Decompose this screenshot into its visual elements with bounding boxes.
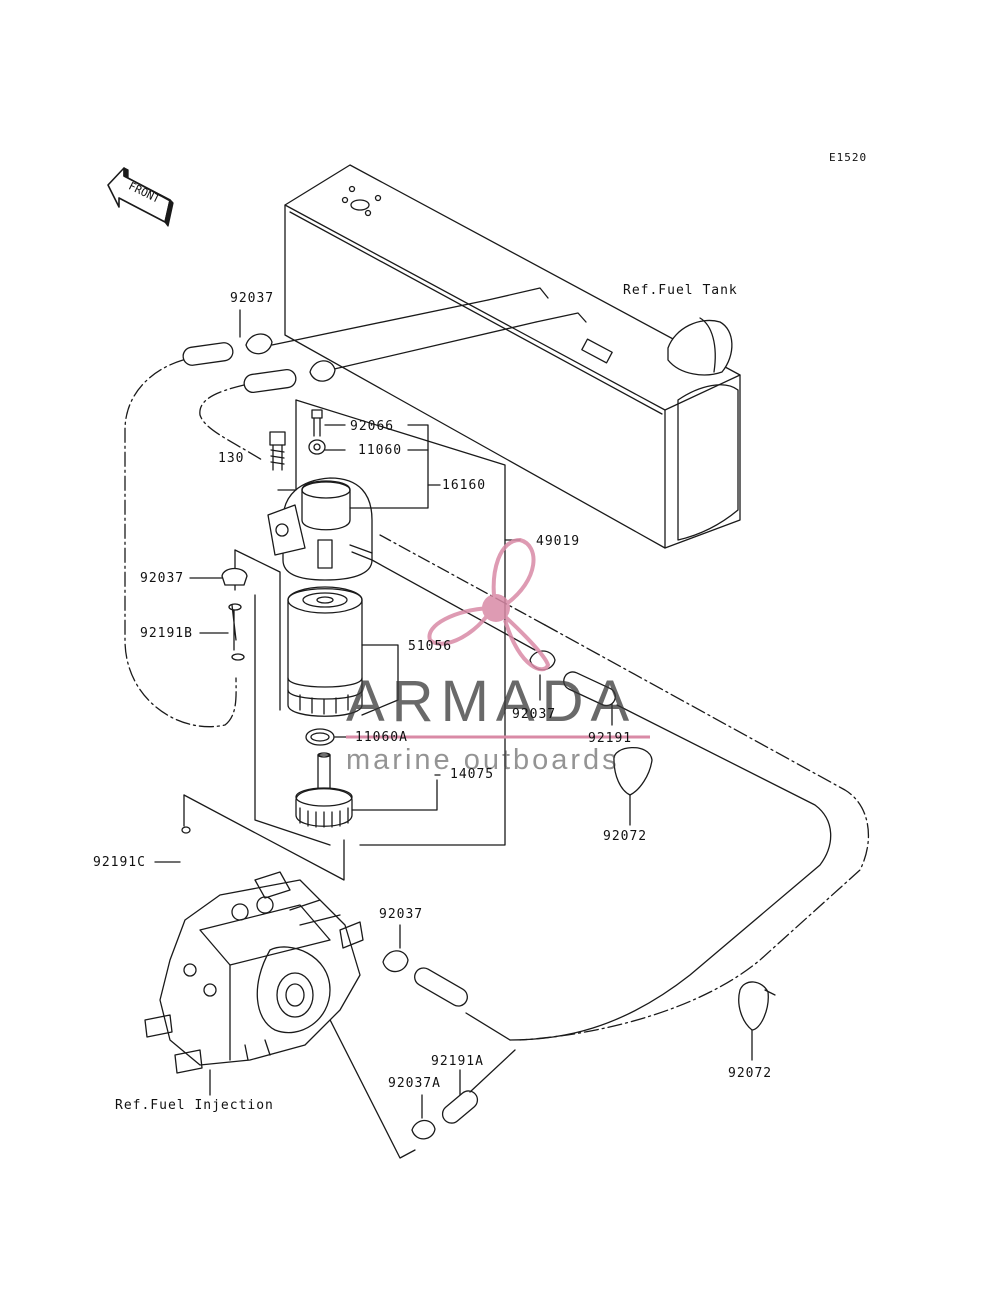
part-label-92037-pump: 92037	[379, 907, 424, 922]
watermark-propeller-icon	[427, 537, 551, 672]
ref-fuel-injection-label: Ref.Fuel Injection	[115, 1098, 274, 1113]
part-label-16160: 16160	[442, 478, 487, 493]
part-label-130: 130	[218, 451, 245, 466]
part-label-92037-left: 92037	[140, 571, 185, 586]
o-ring	[305, 728, 335, 746]
part-label-49019: 49019	[536, 534, 581, 549]
part-label-92037-top: 92037	[230, 291, 275, 306]
ref-fuel-tank-label: Ref.Fuel Tank	[623, 283, 738, 298]
filter-bowl	[295, 752, 353, 828]
return-hose-left	[124, 359, 237, 728]
part-label-92191C: 92191C	[93, 855, 146, 870]
return-hose-right	[519, 624, 870, 1041]
part-label-11060: 11060	[358, 443, 403, 458]
tank-hoses	[182, 299, 537, 394]
part-label-92072-a: 92072	[603, 829, 648, 844]
part-label-14075: 14075	[450, 767, 495, 782]
part-label-92072-b: 92072	[728, 1066, 773, 1081]
watermark-tagline: marine outboards	[346, 744, 620, 776]
fuel-filter-element	[287, 586, 363, 717]
fuel-tank	[284, 164, 741, 549]
injection-pump	[144, 871, 364, 1074]
part-label-92037-right: 92037	[512, 707, 557, 722]
part-label-92191B: 92191B	[140, 626, 193, 641]
fuel-pipe	[371, 559, 536, 651]
part-label-51056: 51056	[408, 639, 453, 654]
front-arrow-icon: FRONT	[107, 167, 174, 227]
watermark-brand: ARMADA	[346, 669, 637, 734]
figure-code: E1520	[829, 151, 868, 164]
leader-lines	[154, 309, 753, 1159]
part-label-92066: 92066	[350, 419, 395, 434]
part-label-92191A: 92191A	[431, 1054, 484, 1069]
part-label-92037A: 92037A	[388, 1076, 441, 1091]
part-label-92191: 92191	[588, 731, 633, 746]
fuel-filter-head	[267, 409, 373, 581]
part-label-11060A: 11060A	[355, 730, 408, 745]
